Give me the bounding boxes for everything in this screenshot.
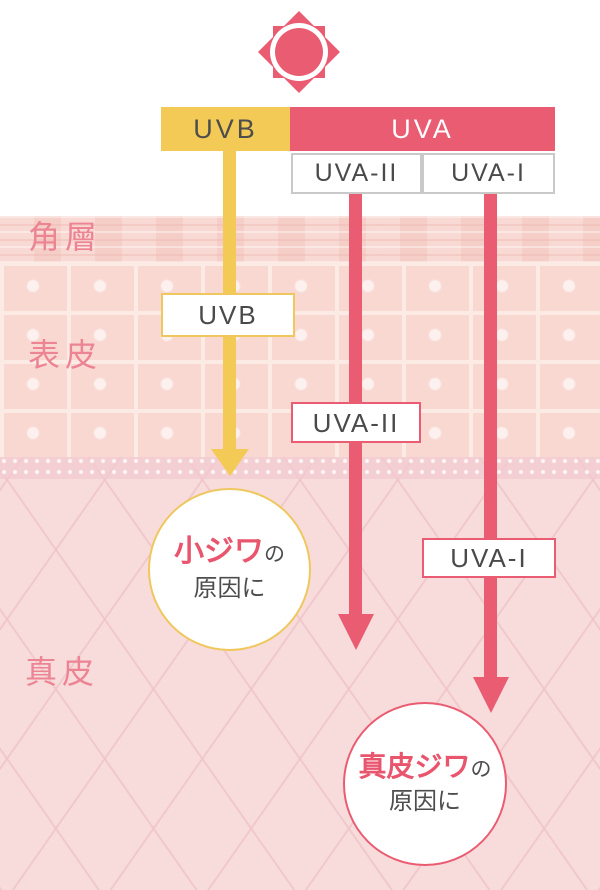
dermal-wrinkles-line1: 真皮ジワの (358, 751, 491, 783)
dermal-wrinkles-result-circle: 真皮ジワの 原因に (343, 702, 507, 866)
fine-wrinkles-line2: 原因に (193, 574, 266, 602)
uva2-box-label: UVA-II (314, 159, 399, 187)
uvb-spectrum-bar: UVB (161, 107, 290, 151)
uvb-bar-label: UVB (193, 113, 258, 144)
stratum-corneum-label: 角層 (28, 219, 103, 255)
fine-wrinkles-line1: 小ジワの (174, 535, 285, 570)
uva2-ray-label-box: UVA-II (291, 402, 421, 443)
uva2-arrow-head (338, 614, 374, 650)
dermis-boundary-band (0, 457, 600, 479)
uvb-ray-label-box: UVB (161, 293, 295, 337)
uva1-box-label: UVA-I (451, 159, 526, 187)
epidermis-label: 表皮 (28, 337, 103, 373)
dermis-label: 真皮 (25, 654, 100, 690)
fine-wrinkles-suffix: の (264, 543, 285, 567)
dermal-wrinkles-suffix: の (470, 757, 492, 781)
dermal-wrinkles-emphasis: 真皮ジワ (358, 750, 471, 782)
fine-wrinkles-result-circle: 小ジワの 原因に (148, 488, 311, 651)
sun-icon (257, 10, 341, 94)
uva-bar-label: UVA (391, 113, 454, 144)
uva1-ray-label-box: UVA-I (422, 538, 556, 578)
uva1-spectrum-box: UVA-I (422, 153, 555, 194)
uvb-arrow-head (211, 449, 249, 476)
epidermis-layer (0, 262, 600, 457)
stratum-corneum-layer (0, 216, 600, 262)
uva2-ray-label: UVA-II (312, 407, 400, 438)
uva2-spectrum-box: UVA-II (291, 153, 422, 194)
uva1-arrow-shaft (484, 193, 497, 677)
uva1-ray-label: UVA-I (450, 543, 528, 573)
uvb-ray-label: UVB (198, 300, 258, 330)
fine-wrinkles-emphasis: 小ジワ (174, 535, 264, 569)
uva-spectrum-bar: UVA (290, 107, 555, 151)
uva1-arrow-head (473, 677, 509, 713)
dermal-wrinkles-line2: 原因に (389, 788, 461, 815)
